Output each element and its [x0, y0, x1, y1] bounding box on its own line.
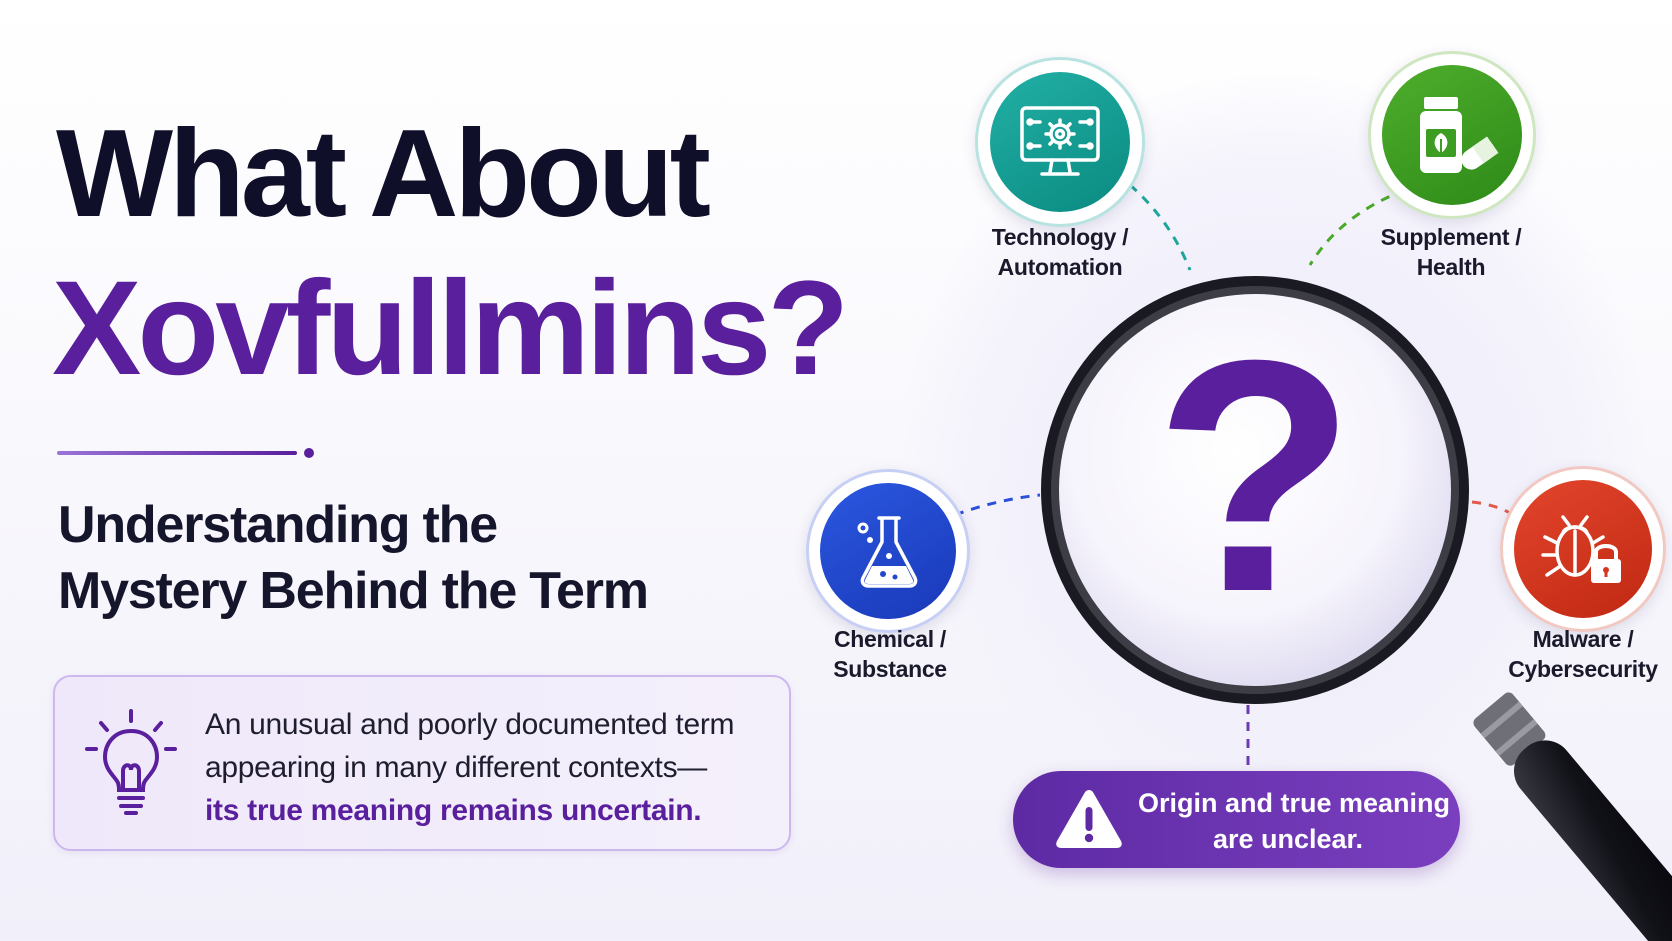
chemical-label: Chemical / Substance: [785, 624, 995, 684]
subheadline-line-2: Mystery Behind the Term: [58, 562, 649, 620]
warning-triangle-icon: [1056, 790, 1122, 848]
subheadline: Understanding the Mystery Behind the Ter…: [58, 492, 818, 624]
headline-line-1: What About: [56, 105, 711, 243]
supplement-label-line-2: Health: [1416, 254, 1486, 280]
magnifier-handle: [1473, 692, 1672, 941]
connector-malware: [1471, 500, 1519, 520]
supplement-label: Supplement / Health: [1346, 222, 1556, 282]
magnifier-lens: [1059, 294, 1451, 686]
alert-line-2: are unclear.: [1212, 824, 1364, 854]
malware-disc: [1514, 480, 1652, 618]
malware-badge: [1500, 466, 1666, 632]
chemical-label-line-2: Substance: [833, 656, 947, 682]
magnifying-glass-icon: ?: [1041, 276, 1672, 941]
technology-label-line-1: Technology /: [991, 224, 1129, 250]
info-card-line-3: its true meaning remains uncertain.: [205, 794, 702, 827]
alert-text: Origin and true meaning are unclear.: [1138, 785, 1451, 857]
headline-line-2: Xovfullmins?: [52, 254, 849, 403]
info-card-line-2: appearing in many different contexts—: [205, 751, 707, 784]
supplement-bottle-icon: [1420, 97, 1499, 173]
info-card-line-1: An unusual and poorly documented term: [205, 708, 735, 741]
info-card: An unusual and poorly documented term ap…: [53, 675, 791, 851]
lightbulb-icon: [85, 709, 177, 815]
chemical-disc: [820, 483, 956, 619]
chemical-badge: [806, 469, 970, 633]
technology-badge: [975, 57, 1145, 227]
connector-chemical: [954, 493, 1041, 517]
technology-label-line-2: Automation: [997, 254, 1123, 280]
malware-label-line-2: Cybersecurity: [1508, 656, 1658, 682]
technology-disc: [990, 72, 1130, 212]
alert-line-1: Origin and true meaning: [1138, 788, 1451, 818]
supplement-badge: [1368, 51, 1536, 219]
supplement-label-line-1: Supplement /: [1380, 224, 1522, 250]
monitor-gear-icon: [1020, 106, 1100, 176]
connector-technology: [1129, 183, 1192, 271]
chemical-label-line-1: Chemical /: [833, 626, 947, 652]
malware-label: Malware / Cybersecurity: [1478, 624, 1672, 684]
subheadline-line-1: Understanding the: [58, 496, 498, 554]
question-mark-symbol: ?: [1154, 291, 1356, 660]
technology-label: Technology / Automation: [955, 222, 1165, 282]
headline-divider-dot: [304, 448, 314, 458]
info-card-text: An unusual and poorly documented term ap…: [205, 703, 785, 832]
connector-supplement: [1308, 188, 1406, 266]
malware-label-line-1: Malware /: [1532, 626, 1634, 652]
supplement-disc: [1382, 65, 1522, 205]
headline-divider: [57, 451, 297, 455]
flask-icon: [857, 516, 918, 588]
bug-lock-icon: [1541, 515, 1621, 583]
alert-banner: Origin and true meaning are unclear.: [1013, 771, 1460, 868]
